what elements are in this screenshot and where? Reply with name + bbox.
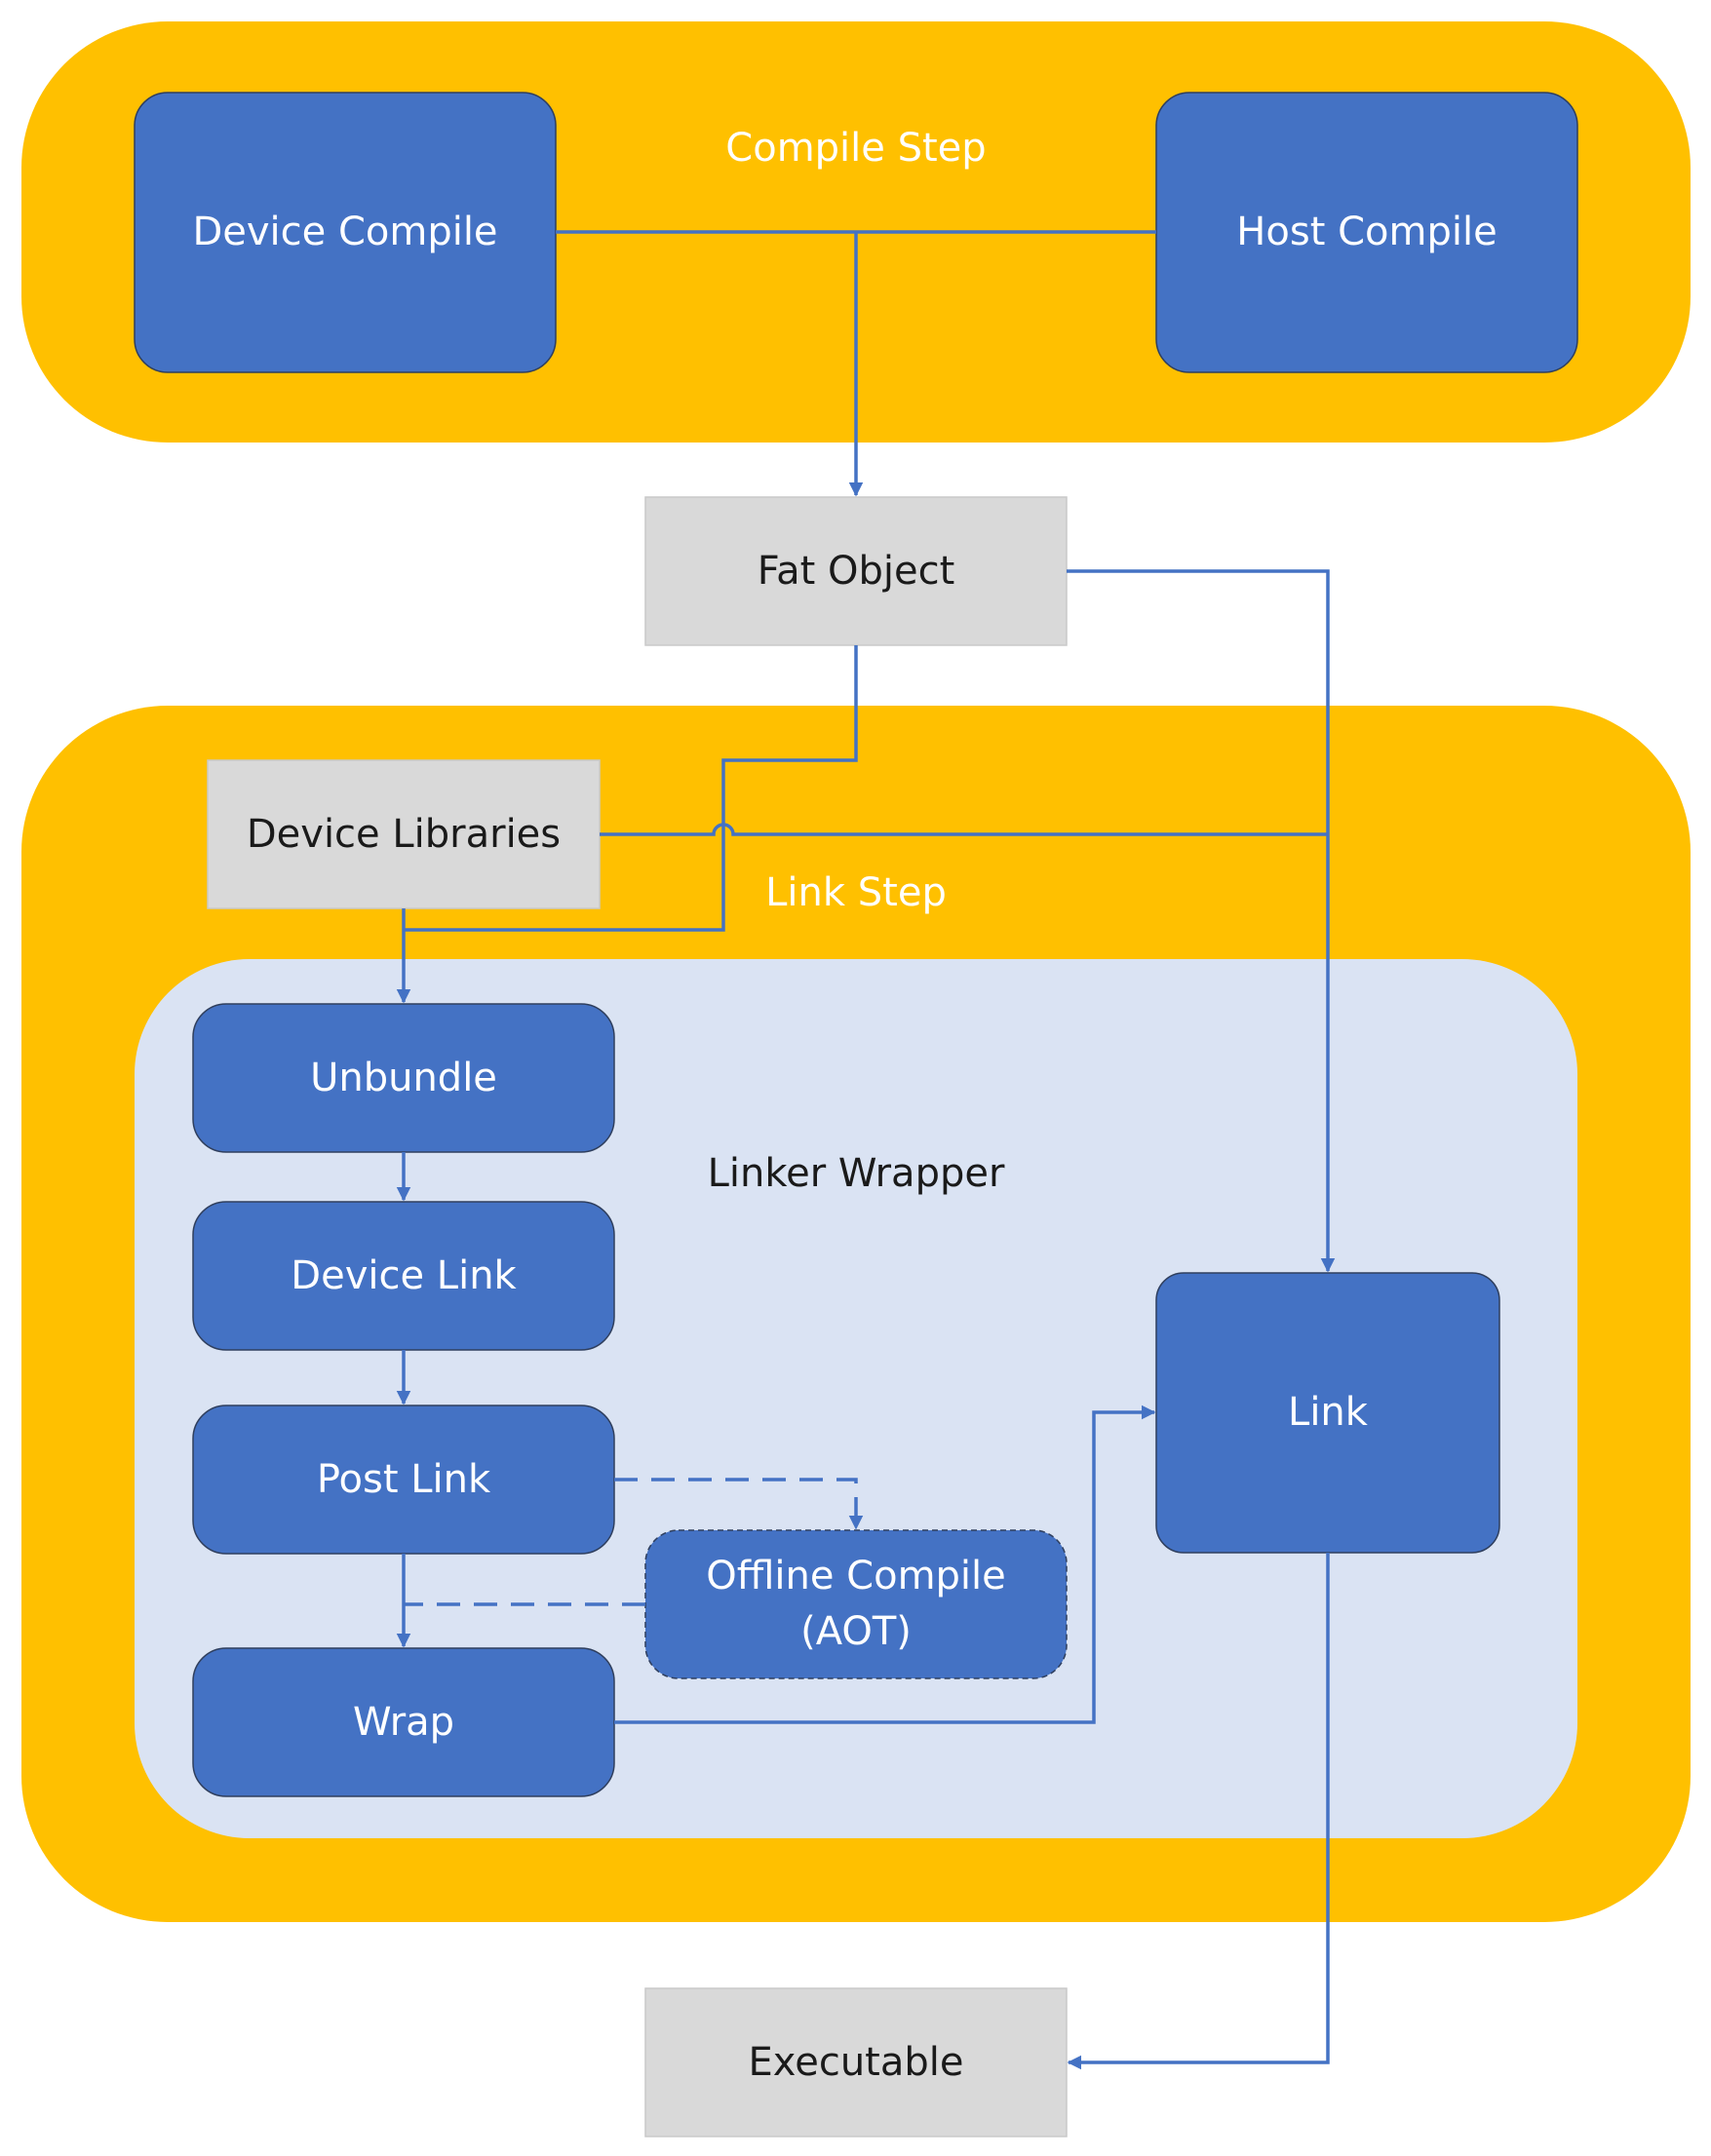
fat-object-node[interactable]: [644, 496, 1068, 646]
fat-object-to-unbundle-connector: [404, 645, 858, 932]
post-link-to-offline-compile-arrow: [614, 1478, 864, 1530]
offline-compile-aot-label: (AOT): [800, 1609, 912, 1654]
link-label: Link: [1288, 1390, 1369, 1435]
wrap-to-link-arrow: [614, 1405, 1156, 1724]
device-libraries-node[interactable]: [207, 759, 601, 909]
post-link-label: Post Link: [317, 1457, 491, 1502]
host-compile-label: Host Compile: [1236, 210, 1497, 254]
device-link-label: Device Link: [291, 1253, 517, 1298]
link-step-group: Device Libraries Link Step Linker Wrappe…: [21, 706, 1691, 1922]
device-libraries-label: Device Libraries: [247, 812, 561, 857]
offline-compile-label: Offline Compile: [706, 1554, 1006, 1598]
linker-wrapper-container: [135, 959, 1577, 1838]
fat-object-label: Fat Object: [758, 549, 955, 594]
fat-object-to-link-arrow: [1067, 569, 1336, 1273]
wrap-label: Wrap: [353, 1700, 454, 1745]
device-compile-label: Device Compile: [192, 210, 497, 254]
link-to-executable-arrow: [1067, 1553, 1330, 2070]
connectors: [396, 230, 1336, 2070]
linker-wrapper-label: Linker Wrapper: [708, 1151, 1005, 1196]
executable-node[interactable]: [644, 1987, 1068, 2137]
unbundle-label: Unbundle: [310, 1056, 497, 1100]
offline-compile-node[interactable]: [644, 1529, 1068, 1679]
link-step-label: Link Step: [765, 870, 947, 915]
compile-step-label: Compile Step: [725, 126, 986, 171]
executable-label: Executable: [749, 2040, 964, 2085]
